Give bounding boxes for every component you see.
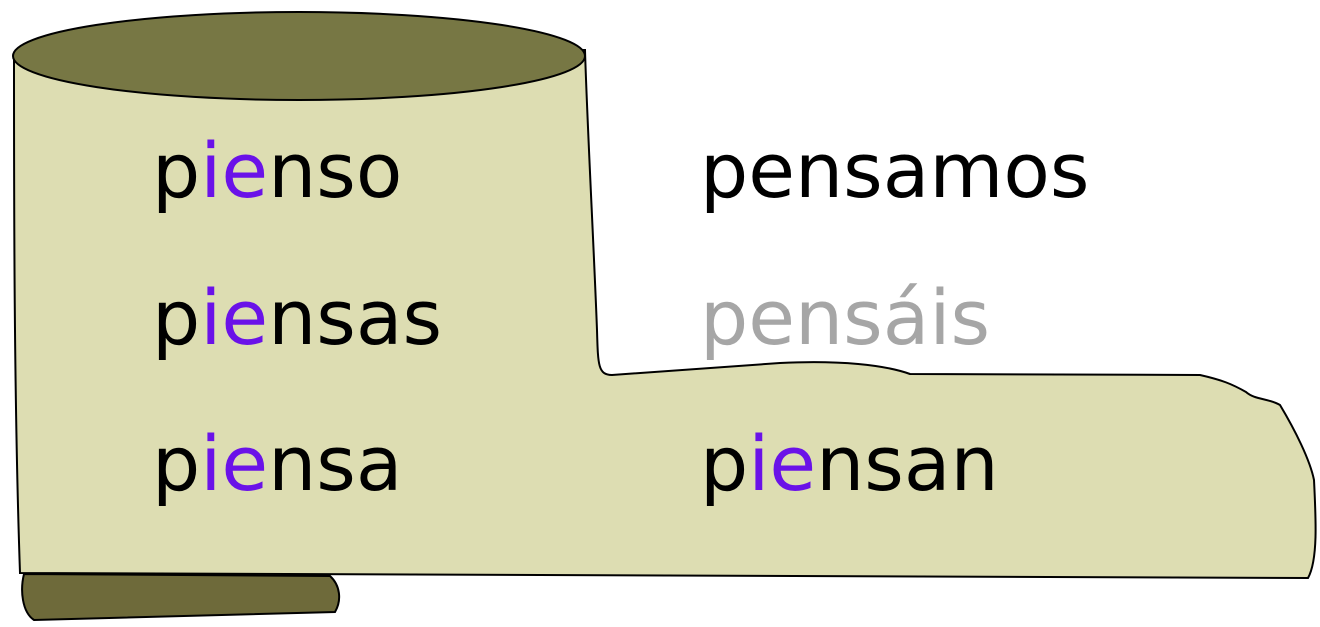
verb-yo-prefix: p [152,126,201,215]
verb-yo-suffix: nso [268,126,403,215]
verb-tu-prefix: p [152,273,201,362]
boot-body [12,48,1317,580]
boot-opening [12,11,586,101]
verb-ellos-stem-change: ie [748,419,817,508]
verb-ellos-prefix: p [700,419,749,508]
verb-el-stem-change: ie [200,419,269,508]
verb-yo-stem-change: ie [200,126,269,215]
verb-el: piensa [152,426,402,502]
verb-ellos: piensan [700,426,999,502]
boot-heel [21,572,341,622]
verb-nosotros-text: pensamos [700,126,1090,215]
verb-tu-stem-change: ie [200,273,269,362]
verb-vosotros: pensáis [700,280,990,356]
verb-ellos-suffix: nsan [816,419,999,508]
verb-el-prefix: p [152,419,201,508]
verb-nosotros: pensamos [700,133,1089,209]
verb-vosotros-text: pensáis [700,273,991,362]
verb-yo: pienso [152,133,402,209]
verb-tu-suffix: nsas [268,273,443,362]
verb-tu: piensas [152,280,442,356]
verb-el-suffix: nsa [268,419,403,508]
